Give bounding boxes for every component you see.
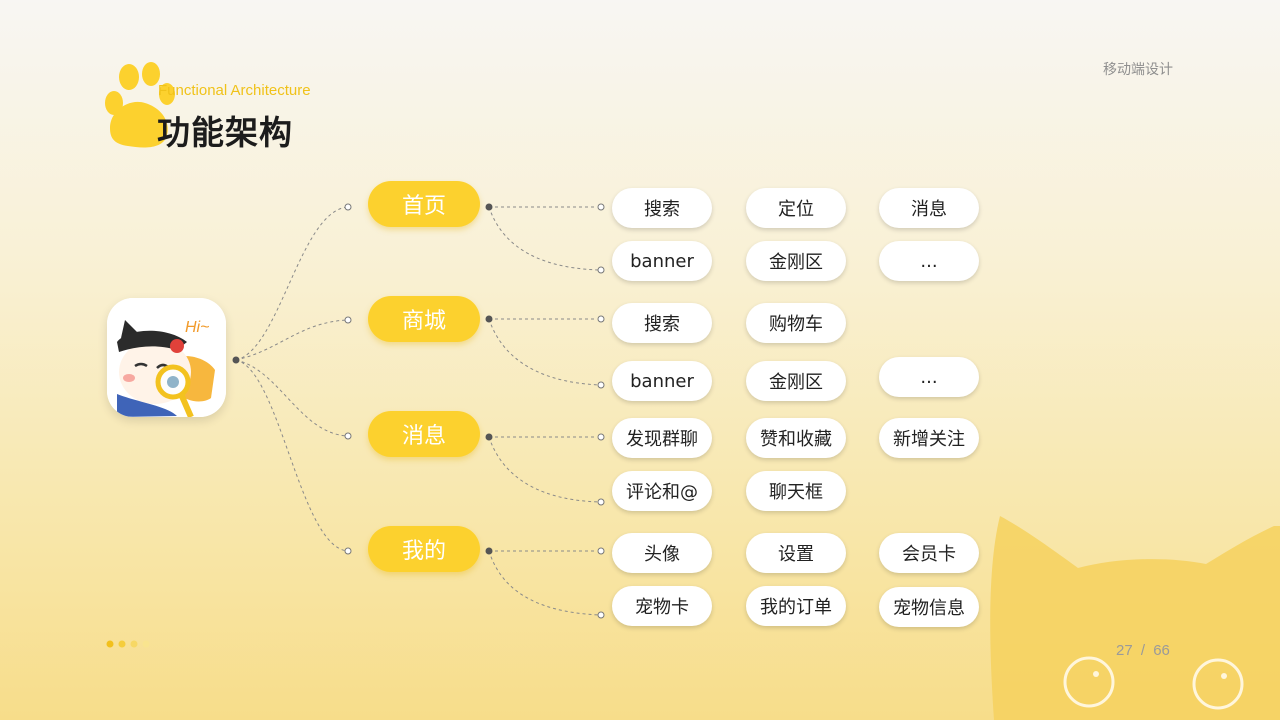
feature-pill: 聊天框	[746, 471, 846, 511]
cat-silhouette-decoration	[990, 516, 1280, 720]
page-number: 27 / 66	[1116, 642, 1170, 659]
feature-pill: banner	[612, 361, 712, 401]
feature-pill: 宠物信息	[879, 587, 979, 627]
page-title: 功能架构	[157, 113, 293, 152]
category-mall[interactable]: 商城	[368, 296, 480, 342]
pagination-dots	[106, 640, 150, 648]
feature-pill: 发现群聊	[612, 418, 712, 458]
feature-pill: 赞和收藏	[746, 418, 846, 458]
feature-pill-more: ...	[879, 357, 979, 397]
feature-pill: 评论和@	[612, 471, 712, 511]
feature-pill: 设置	[746, 533, 846, 573]
feature-pill: 消息	[879, 188, 979, 228]
app-icon: Hi~	[107, 298, 226, 417]
category-home[interactable]: 首页	[368, 181, 480, 227]
page-total: 66	[1153, 642, 1170, 659]
feature-pill: 我的订单	[746, 586, 846, 626]
feature-pill: 搜索	[612, 188, 712, 228]
feature-pill: 金刚区	[746, 241, 846, 281]
feature-pill: 新增关注	[879, 418, 979, 458]
feature-pill: 宠物卡	[612, 586, 712, 626]
category-messages[interactable]: 消息	[368, 411, 480, 457]
page-current: 27	[1116, 642, 1133, 659]
cat-mascot-icon: Hi~	[107, 298, 226, 417]
feature-pill: 定位	[746, 188, 846, 228]
paw-print-icon	[105, 62, 175, 148]
corner-label: 移动端设计	[1103, 62, 1173, 78]
feature-pill-more: ...	[879, 241, 979, 281]
feature-pill: 头像	[612, 533, 712, 573]
page-separator: /	[1140, 642, 1146, 659]
app-icon-badge-text: Hi~	[185, 319, 209, 336]
feature-pill: banner	[612, 241, 712, 281]
category-mine[interactable]: 我的	[368, 526, 480, 572]
feature-pill: 搜索	[612, 303, 712, 343]
section-subtitle: Functional Architecture	[158, 82, 311, 99]
feature-pill: 会员卡	[879, 533, 979, 573]
feature-pill: 购物车	[746, 303, 846, 343]
feature-pill: 金刚区	[746, 361, 846, 401]
